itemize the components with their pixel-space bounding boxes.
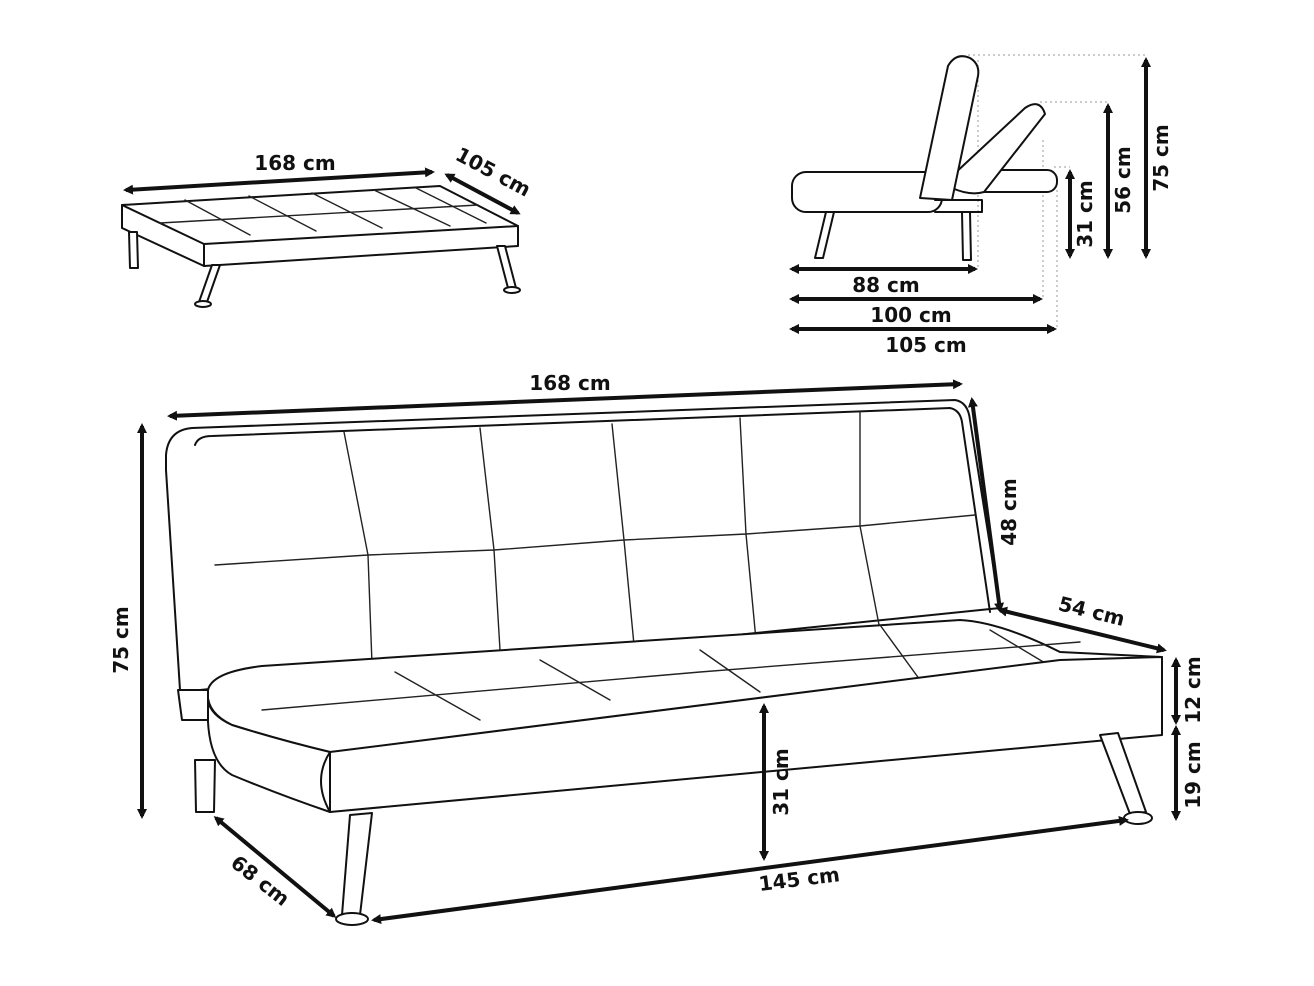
side-profile-view: 75 cm 56 cm 31 cm 88 cm 100 cm 105 cm [789,54,1173,357]
sofa-main-view: 168 cm 75 cm 48 cm 54 cm 12 cm 19 cm 31 … [109,371,1205,926]
bed-depth-arrow [444,173,521,215]
side-105-label: 105 cm [885,333,966,357]
bed-mode-view: 168 cm 105 cm [121,142,535,308]
main-thickness-label: 12 cm [1181,656,1205,724]
main-depth-label: 68 cm [226,850,294,910]
main-leg-front-right [1099,732,1147,815]
main-seat-height-label: 31 cm [769,748,793,816]
backrest-tufting [214,411,976,665]
bed-depth-label: 105 cm [452,142,535,201]
side-leg-back [961,211,972,261]
sofa-seat-front [206,656,1163,813]
main-leg-left-back [194,759,216,813]
side-leg-front [814,211,835,259]
bed-legs [128,231,521,308]
side-back-upright [919,55,980,201]
bed-width-arrow [123,167,435,195]
side-88-label: 88 cm [852,273,920,297]
side-100-label: 100 cm [870,303,951,327]
side-seat [791,171,943,213]
main-seat-depth-arrow [997,606,1167,654]
side-75-label: 75 cm [1149,124,1173,192]
main-width-arrow [167,379,963,421]
main-depth-arrow [213,816,337,918]
main-leg-front-left [341,812,373,916]
main-foot-front-left [335,912,369,926]
bed-tufting-lines [159,187,487,236]
main-back-label: 48 cm [997,478,1021,546]
main-foot-front-right [1123,811,1153,825]
sofa-seat-front-edge [320,751,331,813]
sofa-side-stub [177,689,209,721]
main-height-label: 75 cm [109,606,133,674]
bed-width-label: 168 cm [254,151,335,175]
main-leg-span-arrow [371,815,1129,925]
main-width-label: 168 cm [529,371,610,395]
bed-mattress-edge [121,204,519,267]
side-back-mid [951,103,1046,195]
main-back-arrow [967,397,1005,613]
side-frame [934,199,983,213]
side-56-label: 56 cm [1111,146,1135,214]
seat-tufting [261,624,1081,721]
side-31-label: 31 cm [1073,180,1097,248]
main-leg-label: 19 cm [1181,741,1205,809]
bed-mattress-top [121,185,519,267]
